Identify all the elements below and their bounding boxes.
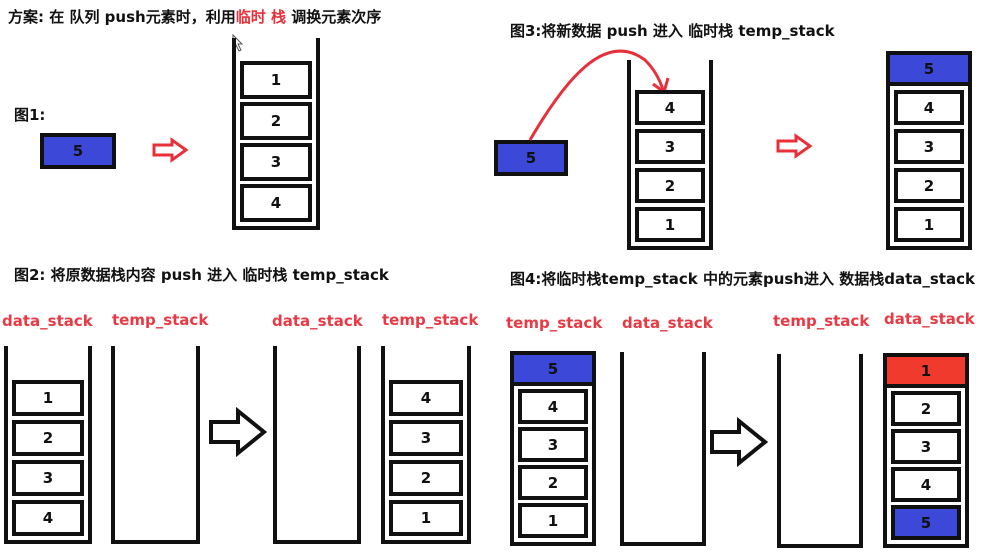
title-highlight-stack: 栈: [270, 8, 286, 26]
title-text-2: 调换元素次序: [285, 8, 382, 26]
fig2-title: 图2: 将原数据栈内容 push 进入 临时栈 temp_stack: [14, 266, 389, 284]
title-text-1: 方案: 在 队列 push元素时，利用: [8, 8, 236, 26]
fig4-before-data-stack: [620, 352, 706, 546]
stack-element: 3: [891, 429, 961, 464]
fig3-before-stack: 4 3 2 1: [627, 60, 713, 250]
stack-element: 1: [240, 61, 312, 99]
stack-element: 2: [518, 465, 588, 500]
fig2-after-left-label: data_stack: [272, 312, 363, 330]
stack-element: 4: [891, 467, 961, 502]
stack-element: 2: [389, 460, 463, 496]
stack-element: 2: [894, 168, 964, 203]
stack-element: 2: [12, 420, 84, 456]
stack-element: 4: [635, 90, 705, 125]
fig3-new-element: 5: [494, 140, 568, 176]
fig4-after-temp-stack: [777, 354, 863, 548]
fig2-after-right-label: temp_stack: [382, 311, 479, 329]
fig3-after-stack: 5 4 3 2 1: [886, 51, 972, 250]
stack-element: 5: [891, 505, 961, 540]
fig2-before-data-stack: 1 2 3 4: [4, 346, 92, 544]
fig2-before-temp-stack: [111, 346, 200, 544]
stack-element: 4: [12, 500, 84, 536]
stack-element: 4: [518, 389, 588, 424]
fig4-before-left-label: temp_stack: [506, 314, 603, 332]
stack-element: 1: [518, 503, 588, 538]
fig1-title: 图1:: [14, 106, 46, 124]
stack-element: 4: [894, 90, 964, 125]
stack-element: 1: [635, 207, 705, 242]
stack-element: 3: [635, 129, 705, 164]
page-title: 方案: 在 队列 push元素时，利用临时 栈 调换元素次序: [8, 6, 381, 27]
fig3-title: 图3:将新数据 push 进入 临时栈 temp_stack: [510, 22, 835, 40]
fig4-before-right-label: data_stack: [622, 314, 713, 332]
fig4-arrow-icon: [710, 416, 769, 468]
stack-element: 4: [389, 380, 463, 416]
fig4-after-left-label: temp_stack: [773, 312, 870, 330]
fig2-after-temp-stack: 4 3 2 1: [381, 346, 471, 544]
stack-element: 1: [12, 380, 84, 416]
stack-element: 3: [12, 460, 84, 496]
fig3-arrow-icon: [776, 133, 813, 159]
fig1-arrow-icon: [152, 137, 189, 163]
title-highlight-temp: 临时: [235, 8, 266, 26]
fig4-after-right-label: data_stack: [884, 310, 975, 328]
stack-element: 3: [894, 129, 964, 164]
fig4-title: 图4:将临时栈temp_stack 中的元素push进入 数据栈data_sta…: [510, 270, 975, 288]
stack-element: 3: [518, 427, 588, 462]
stack-element: 1: [389, 500, 463, 536]
fig2-arrow-icon: [209, 406, 268, 458]
stack-element: 2: [635, 168, 705, 203]
stack-element: 5: [886, 51, 972, 86]
stack-element: 3: [240, 143, 312, 181]
fig2-before-right-label: temp_stack: [112, 311, 209, 329]
fig2-before-left-label: data_stack: [2, 312, 93, 330]
stack-element: 3: [389, 420, 463, 456]
stack-element: 1: [894, 207, 964, 242]
fig2-after-data-stack: [273, 346, 361, 544]
stack-element: 2: [240, 102, 312, 140]
stack-element: 2: [891, 391, 961, 426]
fig1-new-element: 5: [40, 133, 116, 169]
stack-element: 1: [883, 353, 969, 388]
stack-element: 4: [240, 184, 312, 222]
stack-element: 5: [510, 351, 596, 386]
